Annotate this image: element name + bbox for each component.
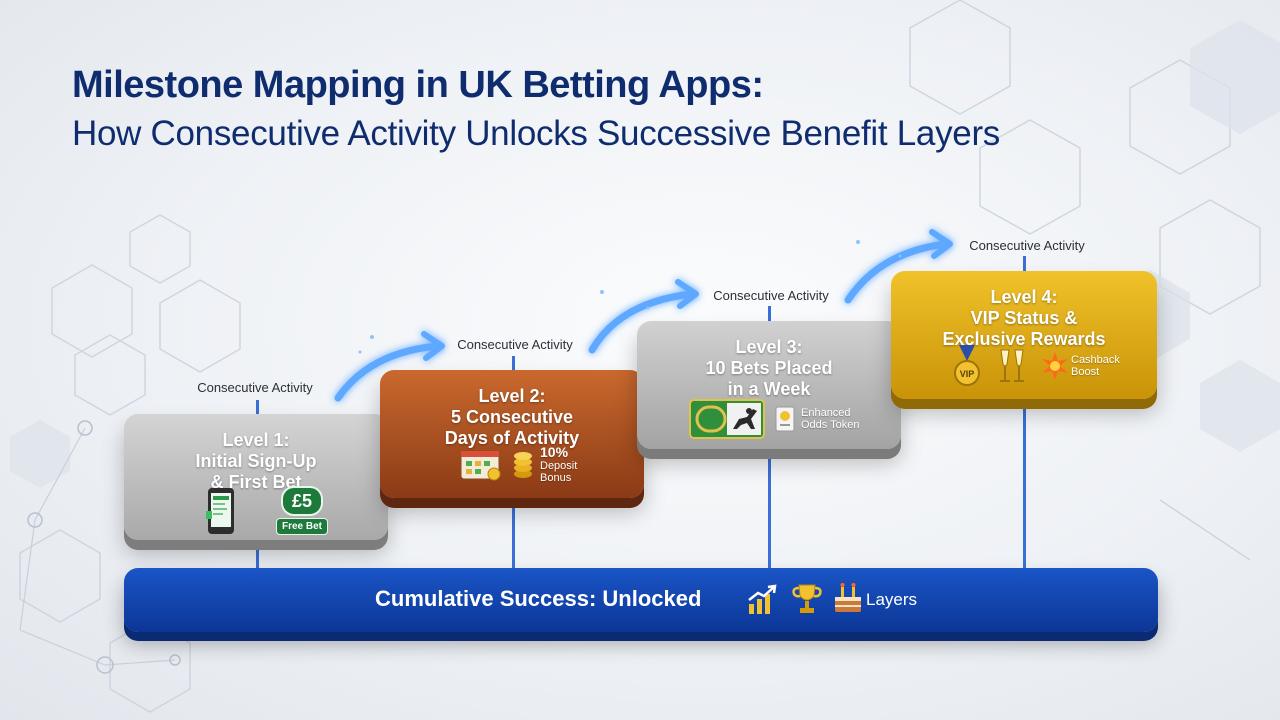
level-4-title-2: VIP Status & xyxy=(970,308,1078,328)
cake-icon xyxy=(835,583,861,612)
phone-betslip-icon xyxy=(206,487,234,534)
connector-level-4-bottom xyxy=(1023,399,1026,570)
calendar-icon xyxy=(460,450,501,481)
level-1-card: Level 1: Initial Sign-Up & First Bet £5 … xyxy=(124,414,388,540)
cashback-boost-text: Cashback Boost xyxy=(1071,354,1120,378)
deposit-bonus-text: 10% Deposit Bonus xyxy=(540,444,577,484)
level-3-card: Level 3: 10 Bets Placed in a Week Enhanc… xyxy=(637,321,901,449)
activity-label-2: Consecutive Activity xyxy=(457,337,573,352)
level-1-title-1: Level 1: xyxy=(222,430,290,450)
vip-medal-text: VIP xyxy=(960,369,975,379)
burst-icon xyxy=(1042,352,1068,380)
level-1-title-3: & First Bet xyxy=(210,472,302,492)
level-4-title-1: Level 4: xyxy=(990,287,1058,307)
page-title: Milestone Mapping in UK Betting Apps: xyxy=(72,64,764,106)
connector-level-3-bottom xyxy=(768,449,771,570)
page-subtitle: How Consecutive Activity Unlocks Success… xyxy=(72,114,1000,153)
level-2-card: Level 2: 5 Consecutive Days of Activity … xyxy=(380,370,644,498)
level-2-title-3: Days of Activity xyxy=(444,428,580,448)
connector-level-2-bottom xyxy=(512,498,515,570)
level-2-title-1: Level 2: xyxy=(478,386,546,406)
activity-label-4: Consecutive Activity xyxy=(969,238,1085,253)
free-bet-badge: £5 Free Bet xyxy=(276,486,329,535)
growth-chart-icon xyxy=(748,584,777,614)
connector-level-1-top xyxy=(256,400,259,414)
level-3-title-3: in a Week xyxy=(727,379,811,399)
enhanced-odds-line2: Odds Token xyxy=(801,419,860,431)
connector-level-3-top xyxy=(768,306,771,321)
token-icon xyxy=(775,406,795,432)
cumulative-success-bar: Cumulative Success: Unlocked Layers xyxy=(124,568,1158,632)
level-1-title-2: Initial Sign-Up xyxy=(195,451,317,471)
deposit-bonus-line1: Deposit xyxy=(540,460,578,472)
level-3-title-1: Level 3: xyxy=(735,337,803,357)
level-2-title-2: 5 Consecutive xyxy=(450,407,574,427)
level-4-card: Level 4: VIP Status & Exclusive Rewards … xyxy=(891,271,1157,399)
deposit-bonus-line2: Bonus xyxy=(540,472,572,484)
pound-coin-icon: £5 xyxy=(281,486,323,516)
layers-label: Layers xyxy=(866,590,918,609)
deposit-bonus-amount: 10% xyxy=(540,444,569,460)
trophy-icon xyxy=(792,584,822,613)
vip-medal-icon: VIP xyxy=(954,345,980,386)
level-4-title-3: Exclusive Rewards xyxy=(942,329,1106,349)
connector-level-4-top xyxy=(1023,256,1026,271)
free-bet-label: Free Bet xyxy=(276,518,329,535)
connector-level-1-bottom xyxy=(256,540,259,570)
cashback-boost-line1: Cashback xyxy=(1071,354,1120,366)
coin-stack-icon xyxy=(514,452,532,478)
enhanced-odds-line1: Enhanced xyxy=(801,407,851,419)
activity-label-3: Consecutive Activity xyxy=(713,288,829,303)
level-3-title-2: 10 Bets Placed xyxy=(705,358,833,378)
enhanced-odds-text: Enhanced Odds Token xyxy=(801,407,860,431)
racehorse-icon xyxy=(689,399,765,439)
champagne-icon xyxy=(1000,349,1024,382)
cumulative-success-text: Cumulative Success: Unlocked xyxy=(375,586,702,611)
connector-level-2-top xyxy=(512,356,515,370)
cashback-boost-line2: Boost xyxy=(1071,366,1100,378)
activity-label-1: Consecutive Activity xyxy=(197,380,313,395)
